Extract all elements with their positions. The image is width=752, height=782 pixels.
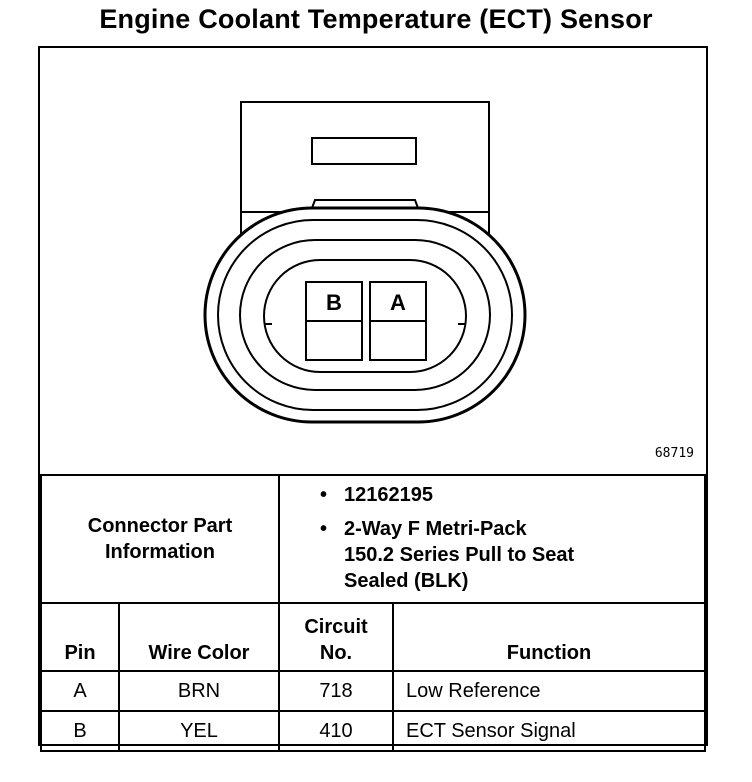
cell-circuit: 718 bbox=[278, 670, 394, 712]
cell-wire-color: BRN bbox=[118, 670, 280, 712]
pin-label-b: B bbox=[326, 290, 342, 315]
header-function: Function bbox=[392, 602, 706, 672]
diagram-frame: B A 68719 Connector Part Information 121… bbox=[38, 46, 708, 752]
cell-pin: A bbox=[40, 670, 120, 712]
cell-wire-color: YEL bbox=[118, 710, 280, 752]
cell-function: Low Reference bbox=[392, 670, 706, 712]
connector-part-label: Connector Part Information bbox=[40, 474, 280, 604]
connector-latch-slot bbox=[311, 137, 417, 165]
pin-label-a: A bbox=[390, 290, 406, 315]
connector-part-number: 12162195 bbox=[344, 484, 433, 506]
connector-inner-shell bbox=[239, 239, 491, 391]
cell-pin: B bbox=[40, 710, 120, 752]
cell-function: ECT Sensor Signal bbox=[392, 710, 706, 752]
cell-circuit: 410 bbox=[278, 710, 394, 752]
pin-table: Pin Wire Color Circuit No. Function A BR… bbox=[40, 602, 706, 752]
connector-drawing: B A bbox=[203, 101, 527, 424]
pin-table-header: Pin Wire Color Circuit No. Function bbox=[40, 602, 706, 672]
figure-id: 68719 bbox=[654, 446, 694, 461]
list-item: 2-Way F Metri-Pack 150.2 Series Pull to … bbox=[320, 516, 696, 594]
connector-part-description: 2-Way F Metri-Pack 150.2 Series Pull to … bbox=[344, 518, 575, 592]
connector-face bbox=[263, 259, 467, 373]
list-item: 12162195 bbox=[320, 482, 696, 508]
table-row: B YEL 410 ECT Sensor Signal bbox=[40, 710, 706, 752]
connector-info-table: Connector Part Information 12162195 2-Wa… bbox=[40, 474, 706, 604]
connector-seal-ring bbox=[217, 219, 513, 411]
table-row: A BRN 718 Low Reference bbox=[40, 670, 706, 712]
header-pin: Pin bbox=[40, 602, 120, 672]
header-circuit: Circuit No. bbox=[278, 602, 394, 672]
header-wire-color: Wire Color bbox=[118, 602, 280, 672]
connector-outer-shell bbox=[203, 206, 527, 424]
connector-part-info: 12162195 2-Way F Metri-Pack 150.2 Series… bbox=[278, 474, 706, 604]
connector-diagram: B A 68719 bbox=[40, 48, 706, 474]
page-title: Engine Coolant Temperature (ECT) Sensor bbox=[99, 4, 653, 34]
connector-part-label-line2: Information bbox=[105, 541, 215, 563]
header-circuit-line2: No. bbox=[319, 642, 353, 664]
connector-part-label-line1: Connector Part bbox=[87, 515, 233, 537]
header-circuit-line1: Circuit bbox=[304, 616, 368, 638]
